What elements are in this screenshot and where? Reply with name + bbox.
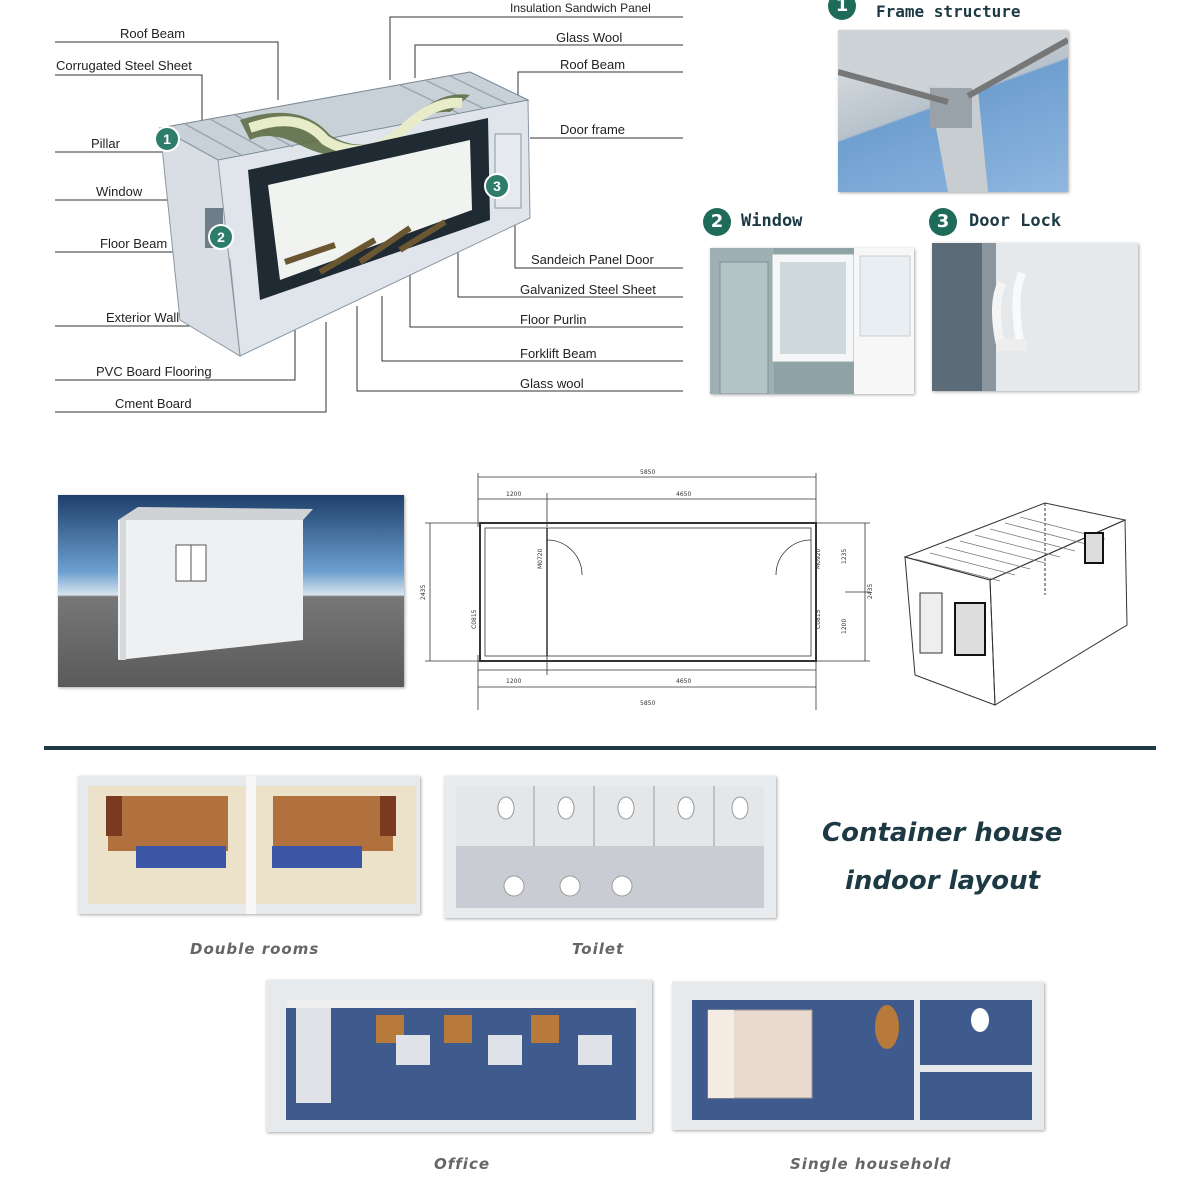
label-glass-wool-top: Glass Wool (556, 30, 623, 45)
window-detail-badge: 2 (703, 208, 731, 236)
door-lock-photo (932, 243, 1138, 391)
callout-2-badge: 2 (208, 224, 234, 250)
window-detail-title: Window (741, 211, 803, 231)
callout-1-badge: 1 (154, 126, 180, 152)
label-floor-purlin: Floor Purlin (520, 312, 587, 327)
dim-height-right: 2435 (867, 584, 874, 599)
caption-office: Office (434, 1155, 491, 1173)
dim-right-bottom: 4650 (676, 678, 691, 685)
label-insulation-sandwich-panel: Insulation Sandwich Panel (510, 1, 651, 15)
label-window: Window (96, 184, 143, 199)
caption-double-rooms: Double rooms (190, 940, 320, 958)
label-exterior-wall: Exterior Wall (106, 310, 180, 325)
label-forklift-beam: Forklift Beam (520, 346, 597, 361)
single-household-photo (672, 982, 1044, 1130)
frame-structure-title: Frame structure (876, 2, 1021, 21)
window-c1-label: C0815 (471, 609, 478, 629)
office-photo (266, 980, 652, 1132)
label-floor-beam: Floor Beam (100, 236, 168, 251)
door-lock-badge: 3 (929, 208, 957, 236)
callout-3-badge: 3 (484, 173, 510, 199)
door-lock-title: Door Lock (969, 211, 1062, 231)
dim-total-bottom: 5850 (640, 700, 655, 707)
label-roof-beam: Roof Beam (120, 26, 186, 41)
dim-half-top: 1235 (841, 549, 848, 564)
label-galvanized-steel-sheet: Galvanized Steel Sheet (520, 282, 656, 297)
label-door-frame: Door frame (560, 122, 626, 137)
label-cment-board: Cment Board (115, 396, 192, 411)
double-rooms-photo (78, 776, 420, 914)
dim-height-left: 2435 (420, 585, 427, 600)
wireframe-model (895, 495, 1145, 715)
dim-half-bottom: 1200 (841, 619, 848, 634)
indoor-layout-heading-line2: indoor layout (845, 866, 1041, 896)
dim-right-top: 4650 (676, 491, 691, 498)
label-pillar: Pillar (91, 136, 120, 151)
door-m1-label: M0720 (537, 548, 544, 569)
floor-plan: 5850 1200 4650 1200 4650 5850 2435 2435 … (420, 465, 885, 715)
dim-left-top: 1200 (506, 491, 521, 498)
frame-badge: 1 (828, 0, 856, 20)
window-detail-photo (710, 248, 914, 394)
container-illustration (55, 16, 683, 413)
container-render-photo (58, 495, 404, 687)
indoor-layout-heading-line1: Container house (822, 818, 1063, 848)
section-divider (44, 746, 1156, 750)
label-corrugated-steel-sheet: Corrugated Steel Sheet (56, 58, 192, 73)
label-pvc-board-flooring: PVC Board Flooring (96, 364, 212, 379)
frame-structure-photo (838, 30, 1068, 192)
dim-left-bottom: 1200 (506, 678, 521, 685)
caption-single-household: Single household (790, 1155, 952, 1173)
caption-toilet: Toilet (572, 940, 625, 958)
container-diagram: Roof Beam Corrugated Steel Sheet Pillar … (0, 0, 700, 430)
door-m2-label: M0920 (815, 548, 822, 569)
toilet-photo (444, 776, 776, 918)
label-glass-wool-bottom: Glass wool (520, 376, 584, 391)
label-roof-beam-right: Roof Beam (560, 57, 626, 72)
window-c2-label: C0815 (815, 609, 822, 629)
dim-total-top: 5850 (640, 469, 655, 476)
label-sandeich-panel-door: Sandeich Panel Door (531, 252, 654, 267)
frame-structure-header: 1 Frame structure (828, 0, 1088, 26)
